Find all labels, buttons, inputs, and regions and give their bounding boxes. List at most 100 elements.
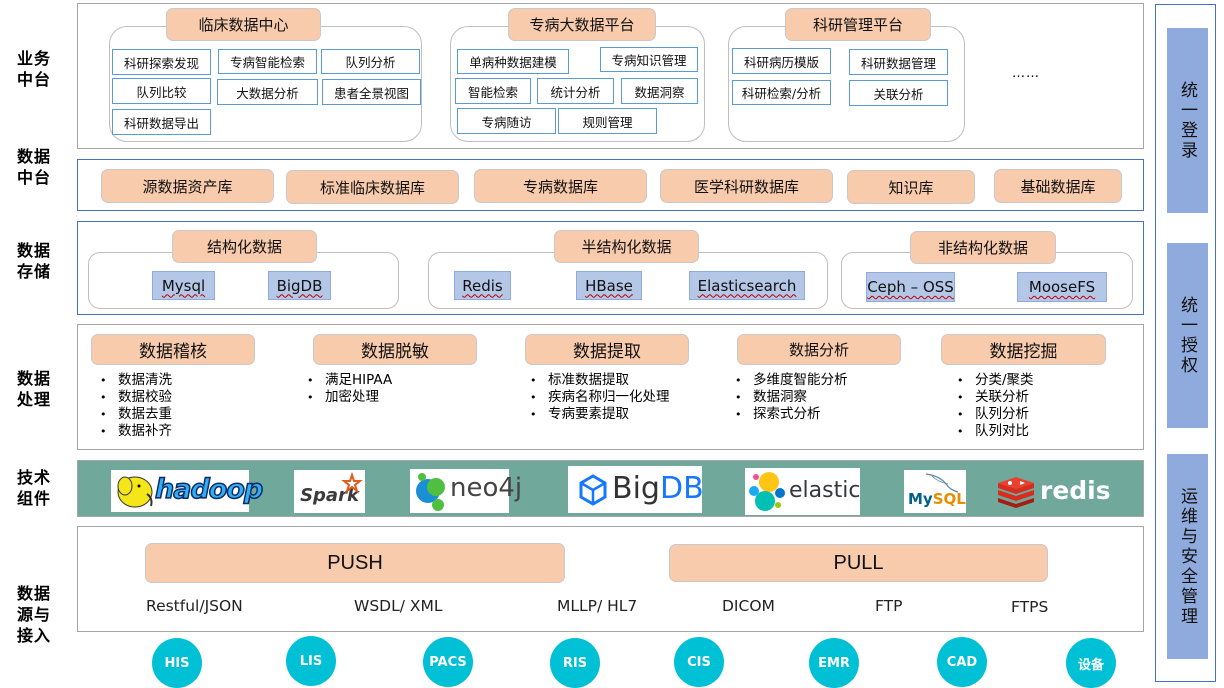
business-item[interactable]: 单病种数据建模 [457,49,569,74]
neo4j-text: neo4j [450,473,523,503]
logo-hadoop: hadoop [111,470,264,512]
business-item[interactable]: 数据洞察 [621,78,698,104]
row-label-data-middle: 数据 中台 [16,147,51,187]
bigdb-text: BigDB [612,471,704,506]
storage-item-bigdb[interactable]: BigDB [268,271,331,300]
neo4j-graph-icon [416,473,445,511]
system-pacs[interactable]: PACS [423,637,473,687]
business-item[interactable]: 队列分析 [321,49,420,74]
logo-bigdb: BigDB [568,466,704,513]
processing-list-analysis: 多维度智能分析 数据洞察 探索式分析 [735,372,848,423]
row-label-source: 数据 源与 接入 [16,584,51,645]
processing-title[interactable]: 数据脱敏 [313,334,477,365]
processing-item: 数据补齐 [100,423,172,440]
mysql-text: MySQL [908,490,966,508]
logo-neo4j: neo4j [410,469,522,513]
spark-text: Spark [300,485,359,506]
business-item[interactable]: 患者全景视图 [322,79,421,105]
storage-group-title: 结构化数据 [172,230,317,263]
processing-title[interactable]: 数据挖掘 [941,334,1106,365]
processing-list-audit: 数据清洗 数据校验 数据去重 数据补齐 [100,372,172,440]
push-bar[interactable]: PUSH [145,543,565,583]
redis-text: redis [1040,476,1111,505]
storage-item-ceph-oss[interactable]: Ceph – OSS [866,272,955,302]
system-his[interactable]: HIS [152,638,202,688]
business-item[interactable]: 专病智能检索 [218,49,317,74]
logo-mysql: MySQL [904,470,966,513]
processing-item: 数据校验 [100,389,172,406]
bigdb-cube-icon [579,474,607,506]
storage-group-title: 半结构化数据 [554,230,699,263]
processing-item: 数据洞察 [735,389,848,406]
business-group-title[interactable]: 专病大数据平台 [508,8,656,41]
data-middle-item[interactable]: 知识库 [847,170,975,204]
system-emr[interactable]: EMR [809,638,859,688]
logo-redis: redis [994,470,1111,513]
storage-item-redis[interactable]: Redis [454,271,511,300]
business-item[interactable]: 专病知识管理 [600,47,698,72]
system-ris[interactable]: RIS [550,638,600,688]
processing-item: 标准数据提取 [530,372,670,389]
redis-stack-icon [998,477,1034,508]
protocol-label: WSDL/ XML [354,597,443,615]
side-unified-login[interactable]: 统一登录 [1167,28,1208,213]
hadoop-text: hadoop [154,473,264,506]
business-item[interactable]: 科研探索发现 [112,49,211,75]
system-device[interactable]: 设备 [1066,638,1116,688]
processing-item: 关联分析 [957,389,1034,406]
mysql-text-sql: SQL [932,490,966,508]
business-item[interactable]: 规则管理 [558,108,657,134]
business-item[interactable]: 科研检索/分析 [732,80,831,105]
protocol-label: MLLP/ HL7 [557,597,638,615]
processing-item: 加密处理 [307,389,392,406]
processing-list-masking: 满足HIPAA 加密处理 [307,372,392,406]
processing-title[interactable]: 数据分析 [737,334,901,365]
business-item[interactable]: 专病随访 [457,108,556,134]
side-unified-auth[interactable]: 统一授权 [1167,243,1208,428]
business-item[interactable]: 科研病历模版 [732,48,831,74]
business-item[interactable]: 关联分析 [849,80,948,106]
row-label-processing: 数据 处理 [16,369,51,409]
storage-item-mysql[interactable]: Mysql [152,271,215,300]
data-middle-item[interactable]: 专病数据库 [474,169,647,203]
protocol-label: Restful/JSON [146,597,243,615]
business-item[interactable]: 统计分析 [537,78,614,104]
system-lis[interactable]: LIS [286,636,336,686]
pull-bar[interactable]: PULL [669,544,1048,582]
elastic-text: elastic [789,478,861,503]
business-group-title: 临床数据中心 [166,8,321,41]
row-label-tech: 技术 组件 [16,468,51,508]
data-middle-item[interactable]: 源数据资产库 [101,169,274,203]
logo-elastic: elastic [745,468,860,515]
system-cad[interactable]: CAD [937,637,987,687]
mysql-dolphin-icon [925,473,959,493]
mysql-text-my: My [908,490,933,508]
spark-star-icon [341,471,363,494]
business-item[interactable]: 大数据分析 [217,79,318,105]
processing-item: 满足HIPAA [307,372,392,389]
system-cis[interactable]: CIS [674,637,724,687]
storage-item-moosefs[interactable]: MooseFS [1017,272,1107,302]
data-middle-item[interactable]: 标准临床数据库 [286,170,459,204]
protocol-label: DICOM [722,597,775,615]
hadoop-elephant-icon [117,476,153,508]
side-unified-login-label: 统一登录 [1177,80,1197,161]
data-middle-item[interactable]: 医学科研数据库 [660,169,833,203]
data-middle-item[interactable]: 基础数据库 [994,169,1122,203]
row-label-business: 业务 中台 [16,49,51,89]
business-group-title[interactable]: 科研管理平台 [785,8,931,41]
business-item[interactable]: 智能检索 [455,78,531,104]
business-item[interactable]: 科研数据管理 [849,49,948,75]
side-ops-security[interactable]: 运维与安全管理 [1167,454,1208,659]
processing-item: 队列对比 [957,423,1034,440]
processing-item: 专病要素提取 [530,406,670,423]
processing-title[interactable]: 数据稽核 [91,334,255,365]
business-item[interactable]: 科研数据导出 [112,109,211,135]
processing-item: 数据清洗 [100,372,172,389]
business-item[interactable]: 队列比较 [112,78,211,104]
storage-item-hbase[interactable]: HBase [576,271,642,300]
more-ellipsis: …… [1012,66,1040,81]
storage-item-elasticsearch[interactable]: Elasticsearch [689,271,805,300]
storage-group-title: 非结构化数据 [910,231,1056,264]
processing-title[interactable]: 数据提取 [525,334,689,365]
